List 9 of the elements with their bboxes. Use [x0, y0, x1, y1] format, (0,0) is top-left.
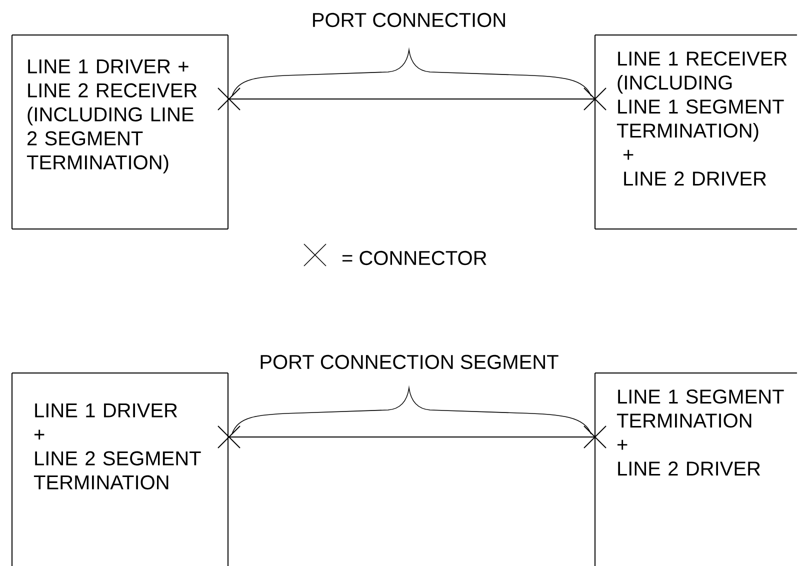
block-box: LINE 1 DRIVER + LINE 2 SEGMENT TERMINATION — [12, 372, 228, 566]
block-box: LINE 1 DRIVER + LINE 2 RECEIVER (INCLUDING LINE 2 SEGMENT TERMINATION) — [12, 34, 228, 230]
connection-line — [218, 88, 606, 110]
connection-line — [218, 426, 606, 448]
legend-text: = CONNECTOR — [342, 250, 486, 266]
bracket-label: PORT CONNECTION SEGMENT — [260, 354, 558, 370]
bracket-label: PORT CONNECTION — [313, 12, 505, 28]
block-box: LINE 1 RECEIVER (INCLUDING LINE 1 SEGMENT TERMINATION) + LINE 2 DRIVER — [594, 34, 798, 230]
block-box: LINE 1 SEGMENT TERMINATION + LINE 2 DRIVER — [594, 372, 798, 566]
